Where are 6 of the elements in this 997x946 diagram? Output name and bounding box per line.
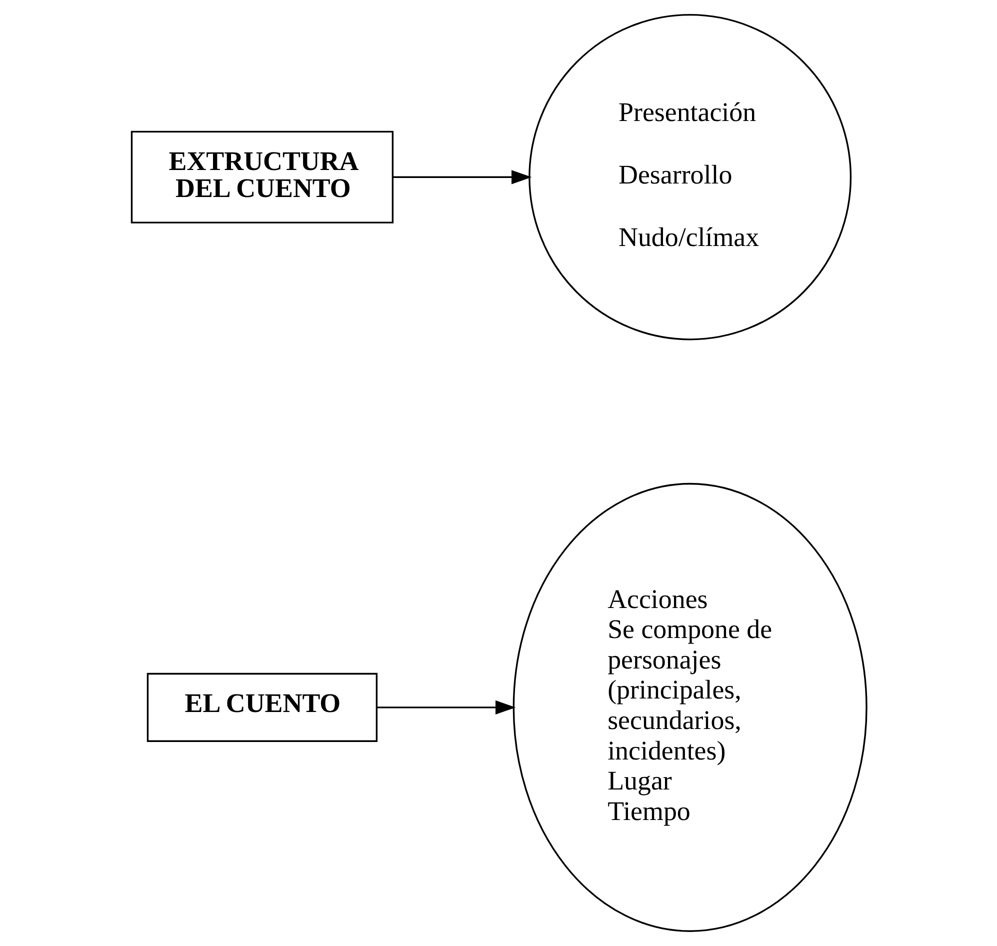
arrow: [392, 170, 532, 184]
arrow: [376, 700, 516, 715]
node-circle: Presentación Desarrollo Nudo/clímax: [528, 14, 852, 340]
node-box: EXTRUCTURA DEL CUENTO: [130, 130, 394, 224]
node-box: EL CUENTO: [146, 672, 378, 742]
node-ellipse: Acciones Se compone de personajes (principales, secundarios, incidentes) Lugar Tiempo: [512, 482, 867, 932]
